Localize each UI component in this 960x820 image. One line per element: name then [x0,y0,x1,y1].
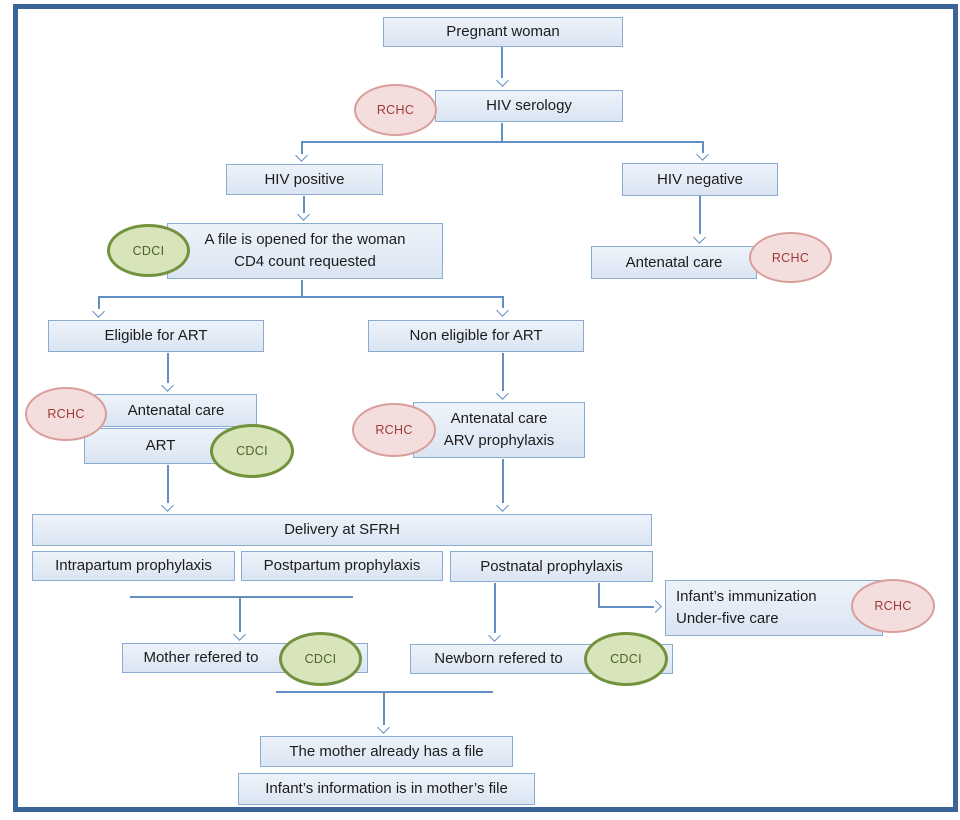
node-label-line2: ARV prophylaxis [443,432,555,449]
node-infant-info: Infant’s information is in mother’s file [238,773,535,805]
node-label: Pregnant woman [446,23,560,41]
connector-pregnant-to-serology [501,47,503,78]
node-intrapartum-prophylaxis: Intrapartum prophylaxis [32,551,235,581]
node-label: Delivery at SFRH [284,521,400,539]
node-label-line2: Under-five care [676,610,779,627]
badge-label: RCHC [874,599,912,613]
badge-label: CDCI [610,652,642,666]
node-file-opened: A file is opened for the woman CD4 count… [167,223,443,279]
node-hiv-negative: HIV negative [622,163,778,196]
badge-rchc-antenatal-eligible: RCHC [25,387,107,441]
badge-label: CDCI [304,652,337,666]
connector-arv-to-delivery [502,459,504,503]
node-label: HIV negative [657,170,743,188]
connector-postnatal-elbow-h [598,606,654,608]
node-label: Mother refered to [143,649,259,667]
badge-label: CDCI [236,444,268,458]
node-pregnant-woman: Pregnant woman [383,17,623,47]
node-hiv-serology: HIV serology [435,90,623,122]
node-antenatal-arv: Antenatal care ARV prophylaxis [413,402,585,458]
connector-postnatal-elbow-v [598,583,600,607]
connector-to-eligible [98,296,100,309]
connector-negative-to-antenatal [699,196,701,234]
node-label: ART [145,437,176,455]
badge-label: RCHC [47,407,85,421]
connector-to-mother-refered [239,597,241,632]
node-label: Intrapartum prophylaxis [55,557,212,575]
badge-cdci-art: CDCI [210,424,294,478]
node-non-eligible-art: Non eligible for ART [368,320,584,352]
connector-mother-merge-line [130,596,353,598]
connector-serology-branch [302,141,704,143]
badge-cdci-newborn: CDCI [584,632,668,686]
node-label: Antenatal care [625,253,723,271]
badge-rchc-antenatal-negative: RCHC [749,232,832,283]
badge-label: RCHC [375,423,413,437]
connector-file-stub [301,280,303,297]
connector-noneligible-to-arv [502,353,504,391]
node-postnatal-prophylaxis: Postnatal prophylaxis [450,551,653,582]
node-label: HIV serology [486,97,572,115]
connector-eligibility-branch [99,296,504,298]
connector-postnatal-to-newborn [494,583,496,633]
node-label: The mother already has a file [289,742,484,760]
node-label: Postnatal prophylaxis [480,557,623,575]
connector-eligible-to-antenatal [167,353,169,383]
node-label-line1: A file is opened for the woman [204,231,406,249]
badge-rchc-arv: RCHC [352,403,436,457]
node-label: Newborn refered to [434,650,563,668]
node-antenatal-care-negative: Antenatal care [591,246,757,279]
connector-art-to-delivery [167,465,169,503]
connector-to-mother-file [383,692,385,725]
diagram-border [13,4,958,812]
node-postpartum-prophylaxis: Postpartum prophylaxis [241,551,443,581]
badge-rchc-infant-immunization: RCHC [851,579,935,633]
connector-serology-stub [501,123,503,142]
badge-rchc-serology: RCHC [354,84,437,136]
node-label-line1: Infant’s immunization [676,588,817,606]
node-label: Infant’s information is in mother’s file [265,780,508,798]
node-hiv-positive: HIV positive [226,164,383,195]
badge-cdci-file: CDCI [107,224,190,277]
badge-label: RCHC [771,250,810,265]
node-label-line1: Antenatal care [450,410,548,428]
node-label-line2: CD4 count requested [234,253,376,270]
node-label: Postpartum prophylaxis [263,557,421,575]
connector-referral-merge-line [276,691,493,693]
connector-to-hiv-positive [301,141,303,154]
node-eligible-art: Eligible for ART [48,320,264,352]
badge-cdci-mother: CDCI [279,632,362,686]
badge-label: RCHC [376,103,415,117]
node-label: HIV positive [264,170,345,188]
node-delivery: Delivery at SFRH [32,514,652,546]
connector-to-non-eligible [502,296,504,308]
connector-to-hiv-negative [702,141,704,153]
node-antenatal-care-eligible: Antenatal care [95,394,257,427]
node-label: Eligible for ART [104,327,208,345]
node-mother-file: The mother already has a file [260,736,513,767]
badge-label: CDCI [132,243,165,258]
node-label: Antenatal care [127,401,225,419]
connector-positive-to-file [303,196,305,213]
node-label: Non eligible for ART [409,327,543,345]
